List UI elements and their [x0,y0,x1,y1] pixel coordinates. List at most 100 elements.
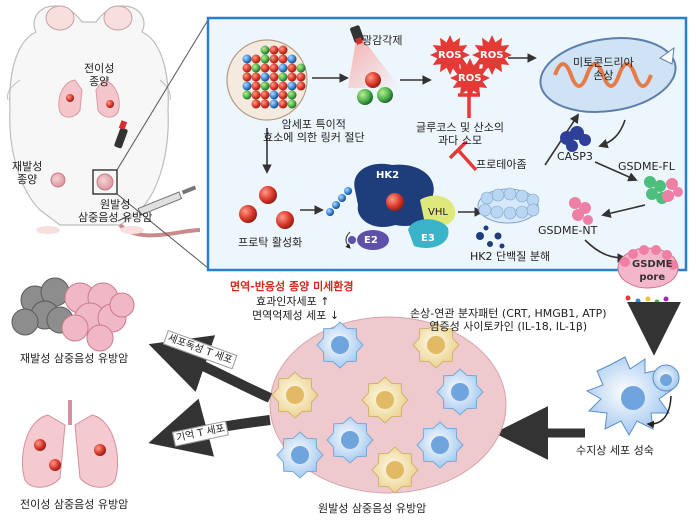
recurrent-tumor-label: 재발성 종양 [12,160,43,186]
nanoparticle-dot [260,54,270,64]
nanoparticle-dot [287,63,297,73]
nanoparticle-dot [242,54,252,64]
photosensitizer-sphere [365,72,381,88]
casp3-label: CASP3 [557,150,593,163]
ros-label-1: ROS [438,50,462,61]
immune-cell-blue [326,416,374,464]
nanoparticle-dot [260,99,270,109]
inhibition-bar [458,93,480,118]
nanoparticle-dot [251,99,261,109]
hk2-fragments [476,225,505,249]
proteasome-illustration [477,187,540,224]
gsdme-pore [617,245,679,305]
nanoparticle-dot [287,90,297,100]
e2-label: E2 [364,235,378,246]
protac-spheres [239,186,294,229]
metastatic-tnbc-label: 전이성 삼중음성 유방암 [20,498,129,511]
nanoparticle-dot [269,90,279,100]
nanoparticle-dot [287,99,297,109]
nanoparticle-dot [251,81,261,91]
casp3-protein [560,126,591,152]
metastatic-tumor-label: 전이성 종양 [84,62,115,88]
mito-damage-label: 미토콘드리아 손상 [573,56,634,82]
nanoparticle-dot [287,72,297,82]
nanoparticle-dot [287,54,297,64]
primary-tumor-mass [269,316,507,494]
ros-label-3: ROS [458,73,482,84]
glucose-oxygen-label: 글루코스 및 산소의 과다 소모 [416,121,504,147]
nanoparticle-dot [260,63,270,73]
gsdme-fl-label: GSDME-FL [618,160,675,173]
nanoparticle-dot [260,45,270,55]
immune-cell-blue [436,368,484,416]
nanoparticle-dot [278,81,288,91]
gsdme-fl-protein [644,176,683,204]
nanoparticle-dot [278,72,288,82]
nanoparticle-dot [269,72,279,82]
protac-activation-label: 프로탁 활성화 [238,236,303,249]
hk2-label: HK2 [376,170,400,181]
arrow-casp3-to-gsdme [594,161,638,182]
nanoparticle-dot [269,45,279,55]
nanoparticle-dot [278,63,288,73]
damp-label: 손상-연관 분자패턴 (CRT, HMGB1, ATP) 염증성 사이토카인 (… [410,307,607,333]
nanoparticle-dot [260,72,270,82]
nanoparticle-dot [242,81,252,91]
nanoparticle-dot [251,72,261,82]
inhibition-bar-2 [448,140,478,172]
nanoparticle-dot [296,72,306,82]
ros-label-2: ROS [480,50,504,61]
hk2-degradation-label: HK2 단백질 분해 [470,250,551,263]
dc-maturation-label: 수지상 세포 성숙 [576,444,654,457]
nanoparticle-dot [269,99,279,109]
immune-cell-yellow [271,371,319,419]
photosensitizer-label: 광감각제 [362,34,403,47]
zoom-line-bottom [116,193,209,269]
light-beam [348,40,400,88]
nanoparticle-dot [260,81,270,91]
arrow-mito-to-casp3 [598,119,626,149]
vhl-label: VHL [428,207,448,218]
dendritic-cell [585,356,680,437]
ternary-complex [326,163,456,250]
gsdme-nt-protein [569,197,593,225]
nanoparticle-dot [242,72,252,82]
nanoparticle-dot [278,90,288,100]
e3-label: E3 [421,233,435,244]
gsdme-pore-label: GSDME pore [632,259,673,283]
nanoparticle-dot [278,99,288,109]
zoom-line-top [116,19,209,171]
immune-cell-yellow [361,376,409,424]
tme-title: 면역-반응성 종양 미세환경 [230,280,354,293]
immune-cell-blue [316,321,364,369]
nanoparticle-cluster [226,39,308,121]
nanoparticle-dot [278,45,288,55]
recurrent-tnbc-label: 재발성 삼중음성 유방암 [20,352,129,365]
nanoparticle-dot [242,63,252,73]
tme-suppressor-label: 면역억제성 세포 ↓ [252,309,340,322]
nanoparticle-dot [269,63,279,73]
arrow-gsdme-cleave [601,204,646,218]
arrow-to-recurrent [148,335,273,403]
nanoparticle-dot [251,90,261,100]
primary-tnbc-bottom-label: 원발성 삼중음성 유방암 [318,502,427,515]
nanoparticle-dot [269,54,279,64]
nanoparticle-dot [296,81,306,91]
gsdme-nt-label: GSDME-NT [538,224,598,237]
nanoparticle-dot [251,63,261,73]
immune-cell-yellow [371,446,419,494]
proteasome-label: 프로테아좀 [476,158,527,171]
mouse-illustration [7,5,201,238]
nanoparticle-dot [260,90,270,100]
mitochondria-illustration [539,37,677,113]
nanoparticle-dot [251,54,261,64]
nanoparticle-dot [278,54,288,64]
immune-cell-blue [276,431,324,479]
ros-bursts [430,35,512,98]
metastatic-lungs [21,400,119,488]
linker-cleavage-label: 암세포 특이적 효소에 의한 링커 절단 [263,118,365,144]
nanoparticle-dot [242,90,252,100]
immune-cell-yellow [412,321,460,369]
nanoparticle-dot [269,81,279,91]
